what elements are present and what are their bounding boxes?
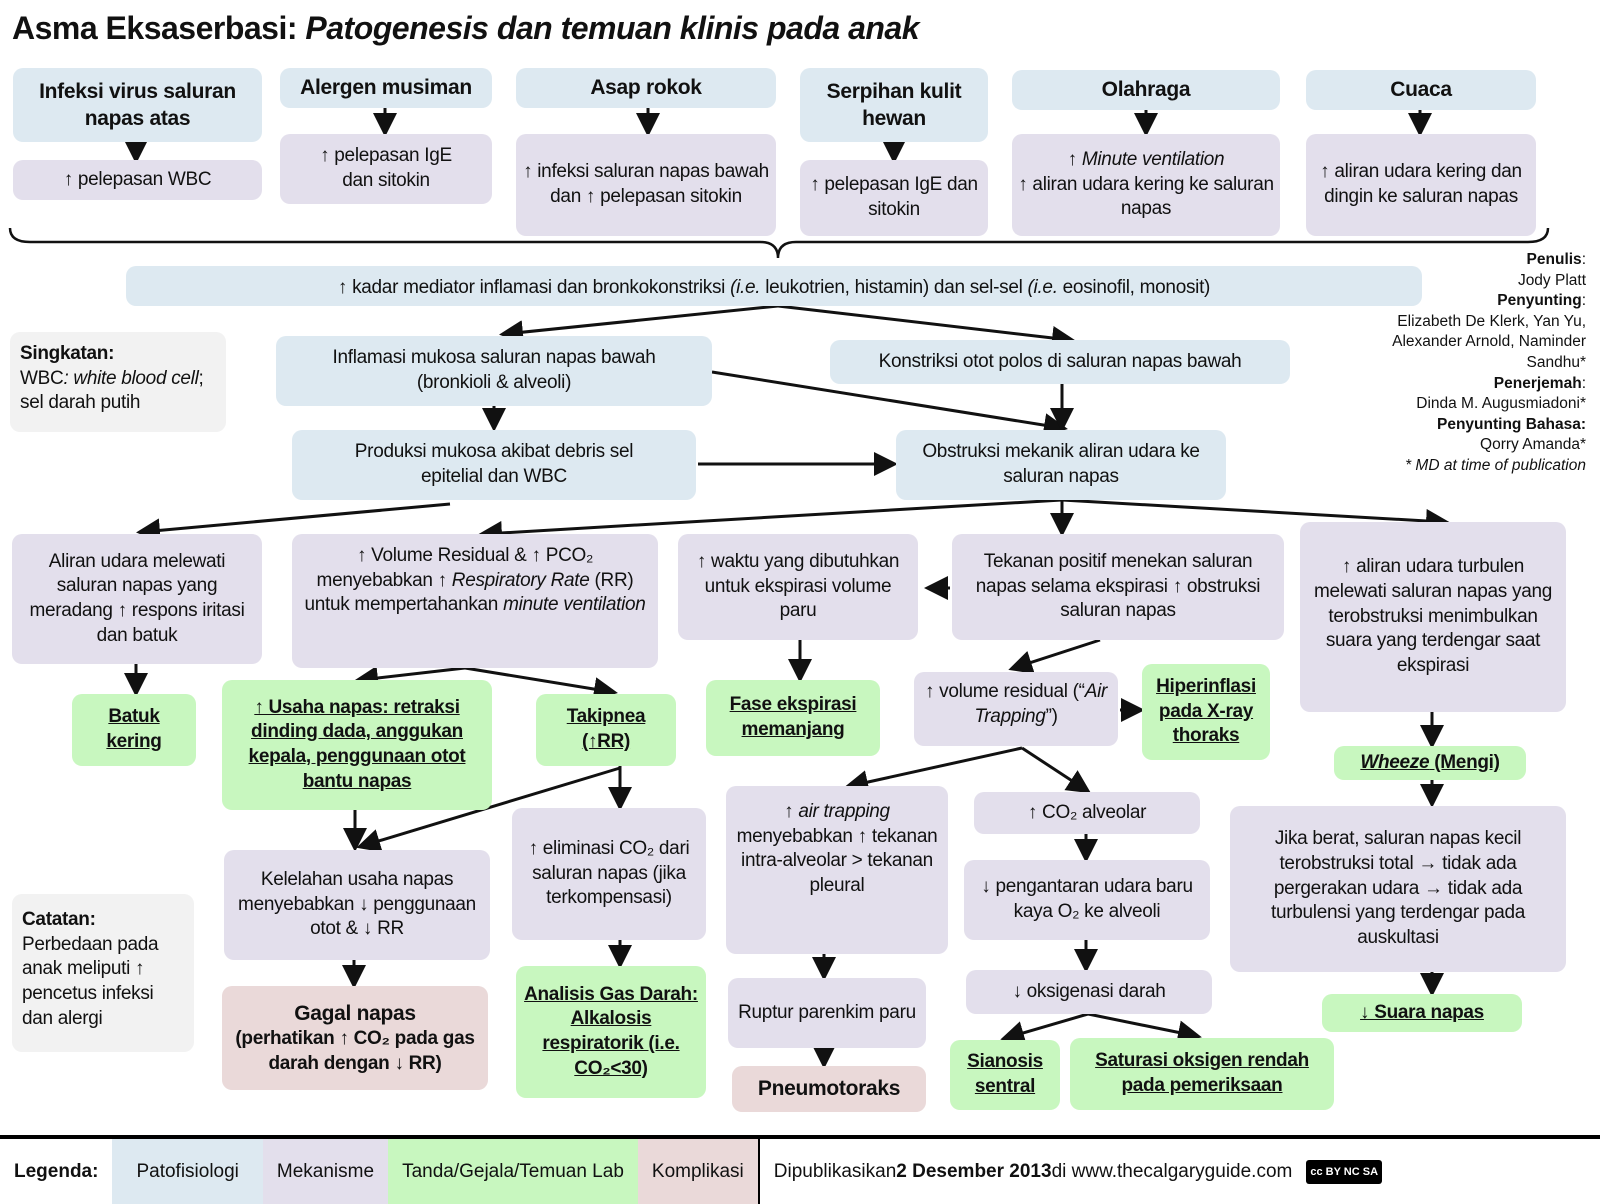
trigger-viral-infection: Infeksi virus saluran napas atas [13, 68, 262, 142]
trigger-weather: Cuaca [1306, 70, 1536, 110]
grouping-brace [8, 227, 1550, 259]
trigger-weather-effect: ↑ aliran udara kering dan dingin ke salu… [1306, 134, 1536, 236]
page-title: Asma Eksaserbasi: Patogenesis dan temuan… [12, 10, 919, 46]
cc-license-icon: cc BY NC SA [1306, 1139, 1383, 1204]
node-ruptur: Ruptur parenkim paru [728, 978, 926, 1048]
sign-hiperinflasi: Hiperinflasi pada X-ray thoraks [1142, 664, 1270, 760]
node-jika-berat: Jika berat, saluran napas kecil terobstr… [1230, 806, 1566, 972]
legend-label: Legenda: [14, 1160, 99, 1182]
legend-mekanisme: Mekanisme [262, 1139, 389, 1204]
abbreviations-box: Singkatan:WBC: white blood cell; sel dar… [10, 332, 226, 432]
node-waktu-ekspirasi: ↑ waktu yang dibutuhkan untuk ekspirasi … [678, 534, 918, 640]
legend-komplikasi: Komplikasi [637, 1139, 760, 1204]
trigger-dander: Serpihan kulit hewan [800, 68, 988, 142]
sign-usaha-napas: ↑ Usaha napas: retraksi dinding dada, an… [222, 680, 492, 810]
trigger-exercise: Olahraga [1012, 70, 1280, 110]
sign-wheeze: Wheeze (Mengi) [1334, 746, 1526, 780]
node-produksi: Produksi mukosa akibat debris sel epitel… [292, 430, 696, 500]
node-inflamasi: Inflamasi mukosa saluran napas bawah (br… [276, 336, 712, 406]
mediator-box: ↑ kadar mediator inflamasi dan bronkokon… [126, 266, 1422, 306]
page-subtitle: Patogenesis dan temuan klinis pada anak [305, 10, 919, 46]
sign-sianosis: Sianosis sentral [950, 1040, 1060, 1110]
trigger-viral-effect: ↑ pelepasan WBC [13, 160, 262, 200]
trigger-exercise-effect: ↑ Minute ventilation↑ aliran udara kerin… [1012, 134, 1280, 236]
node-volume-residual: ↑ Volume Residual & ↑ PCO₂ menyebabkan ↑… [292, 534, 658, 668]
legend-bar: Legenda: Patofisiologi Mekanisme Tanda/G… [0, 1135, 1600, 1204]
node-tekanan-positif: Tekanan positif menekan saluran napas se… [952, 534, 1284, 640]
node-eliminasi-co2: ↑ eliminasi CO₂ dari saluran napas (jika… [512, 808, 706, 940]
node-oksigenasi: ↓ oksigenasi darah [966, 970, 1212, 1014]
sign-analisis-gas-darah: Analisis Gas Darah: Alkalosis respirator… [516, 966, 706, 1098]
node-pengantaran-o2: ↓ pengantaran udara baru kaya O₂ ke alve… [964, 860, 1210, 940]
trigger-allergen-effect: ↑ pelepasan IgE dan sitokin [280, 134, 492, 204]
publication-info: Dipublikasikan 2 Desember 2013 di www.th… [773, 1160, 1293, 1182]
flow-arrows [8, 108, 1550, 1069]
trigger-allergen: Alergen musiman [280, 68, 492, 108]
sign-saturasi: Saturasi oksigen rendah pada pemeriksaan [1070, 1038, 1334, 1110]
credits: Penulis:Jody Platt Penyunting:Elizabeth … [1392, 251, 1586, 475]
complication-gagal-napas: Gagal napas(perhatikan ↑ CO₂ pada gas da… [222, 986, 488, 1090]
sign-takipnea: Takipnea (↑RR) [536, 694, 676, 766]
trigger-smoke-effect: ↑ infeksi saluran napas bawah dan ↑ pele… [516, 134, 776, 236]
sign-fase-ekspirasi: Fase ekspirasi memanjang [706, 680, 880, 756]
node-tekanan-intraalveolar: ↑ air trapping menyebabkan ↑ tekanan int… [726, 786, 948, 954]
notes-box: Catatan:Perbedaan pada anak meliputi ↑ p… [12, 894, 194, 1052]
node-konstriksi: Konstriksi otot polos di saluran napas b… [830, 340, 1290, 384]
node-air-trapping: ↑ volume residual (“Air Trapping”) [914, 672, 1118, 746]
node-turbulen: ↑ aliran udara turbulen melewati saluran… [1300, 522, 1566, 712]
complication-pneumotoraks: Pneumotoraks [732, 1066, 926, 1112]
trigger-dander-effect: ↑ pelepasan IgE dan sitokin [800, 160, 988, 236]
node-aliran-batuk: Aliran udara melewati saluran napas yang… [12, 534, 262, 664]
legend-tanda: Tanda/Gejala/Temuan Lab [388, 1139, 638, 1204]
legend-patofisiologi: Patofisiologi [112, 1139, 263, 1204]
node-obstruksi: Obstruksi mekanik aliran udara ke salura… [896, 430, 1226, 500]
sign-batuk-kering: Batuk kering [72, 694, 196, 766]
trigger-smoke: Asap rokok [516, 68, 776, 108]
node-co2-alveolar: ↑ CO₂ alveolar [974, 792, 1200, 834]
sign-suara-napas: ↓ Suara napas [1322, 994, 1522, 1032]
node-kelelahan: Kelelahan usaha napas menyebabkan ↓ peng… [224, 850, 490, 960]
